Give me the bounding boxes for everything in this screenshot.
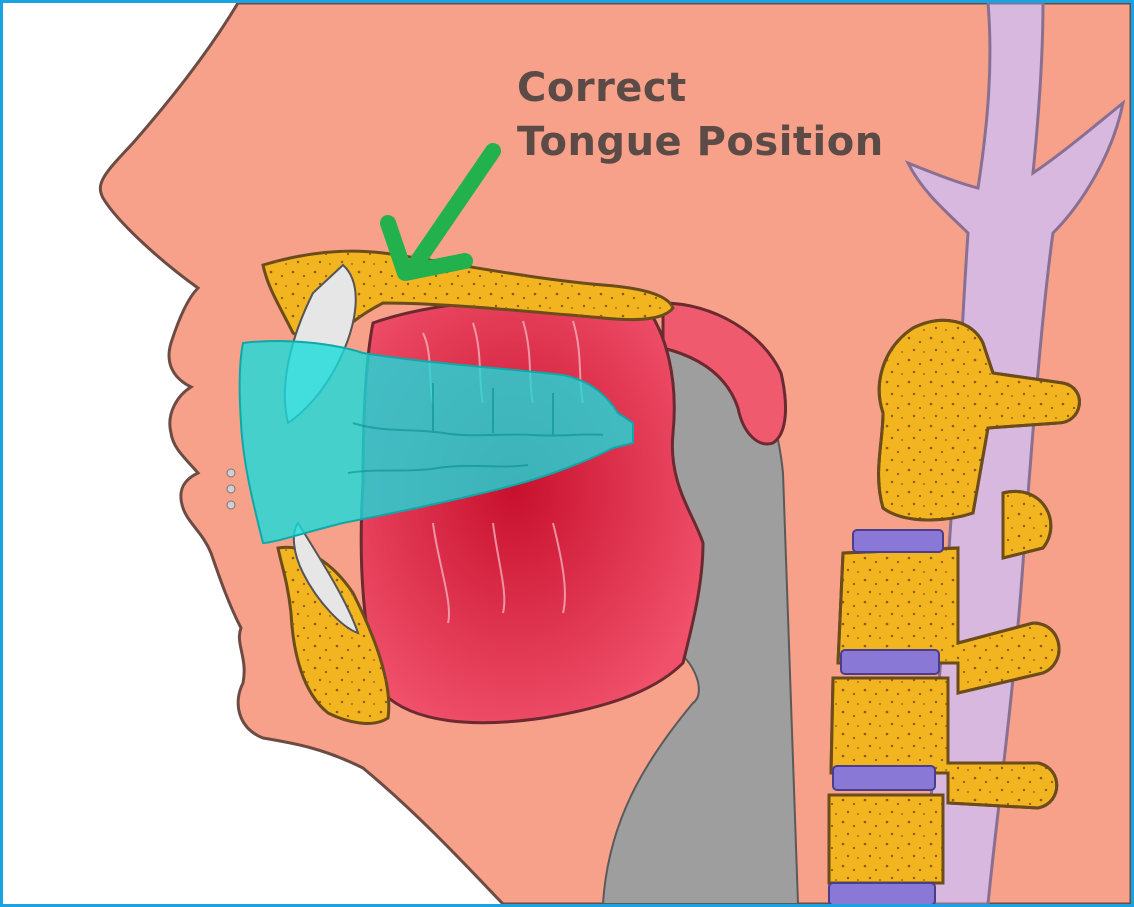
- annotation-label: Correct Tongue Position: [517, 61, 884, 169]
- annotation-line-2: Tongue Position: [517, 115, 884, 169]
- lip-dots: [227, 469, 235, 509]
- annotation-line-1: Correct: [517, 61, 884, 115]
